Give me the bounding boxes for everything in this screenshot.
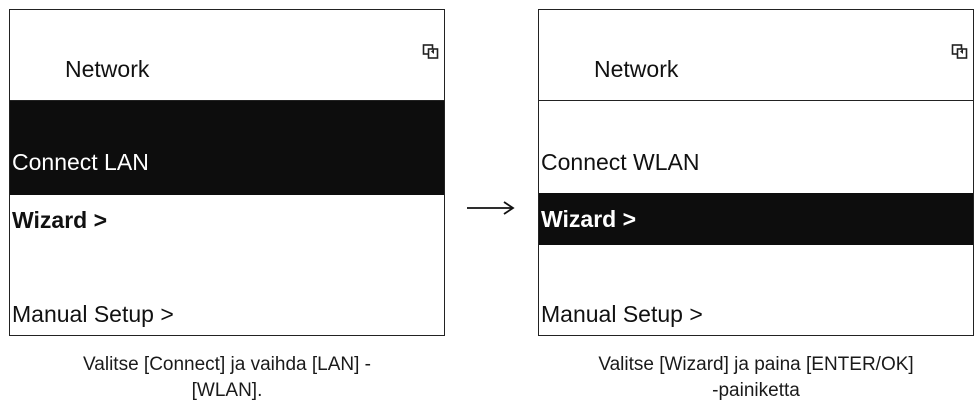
menu-item-manual-setup[interactable]: Manual Setup > bbox=[10, 247, 444, 335]
menu-item-connect[interactable]: Connect LAN bbox=[10, 101, 444, 195]
menu-item-wizard[interactable]: Wizard > bbox=[539, 193, 973, 245]
refresh-icon bbox=[951, 44, 968, 59]
menu-item-connect[interactable]: Connect WLAN bbox=[539, 101, 973, 193]
network-screen-before: Network Connect LAN Wizard > Manual Setu… bbox=[9, 9, 445, 336]
network-screen-after: Network Connect WLAN Wizard > Manual Set… bbox=[538, 9, 974, 336]
caption-line: Valitse [Connect] ja vaihda [LAN] - bbox=[83, 354, 371, 375]
menu-item-manual-setup[interactable]: Manual Setup > bbox=[539, 245, 973, 335]
menu-item-label: Manual Setup > bbox=[12, 301, 174, 327]
caption-line: -painiketta bbox=[712, 380, 800, 401]
caption-step-1: Valitse [Connect] ja vaihda [LAN] - [WLA… bbox=[9, 352, 445, 404]
caption-line: Valitse [Wizard] ja paina [ENTER/OK] bbox=[598, 354, 914, 375]
caption-line: [WLAN]. bbox=[191, 380, 263, 401]
menu-item-label: Connect WLAN bbox=[541, 149, 700, 175]
refresh-icon bbox=[422, 44, 439, 59]
screen-header: Network bbox=[539, 10, 973, 101]
caption-step-2: Valitse [Wizard] ja paina [ENTER/OK] -pa… bbox=[538, 352, 974, 404]
screen-title: Network bbox=[65, 56, 150, 82]
right-arrow-icon bbox=[467, 201, 515, 215]
menu-item-wizard[interactable]: Wizard > bbox=[10, 195, 444, 247]
screen-title: Network bbox=[594, 56, 679, 82]
menu-item-label: Connect LAN bbox=[12, 149, 149, 175]
menu-item-label: Wizard > bbox=[12, 207, 108, 233]
menu-item-label: Wizard > bbox=[541, 206, 637, 232]
screen-header: Network bbox=[10, 10, 444, 101]
menu-item-label: Manual Setup > bbox=[541, 301, 703, 327]
